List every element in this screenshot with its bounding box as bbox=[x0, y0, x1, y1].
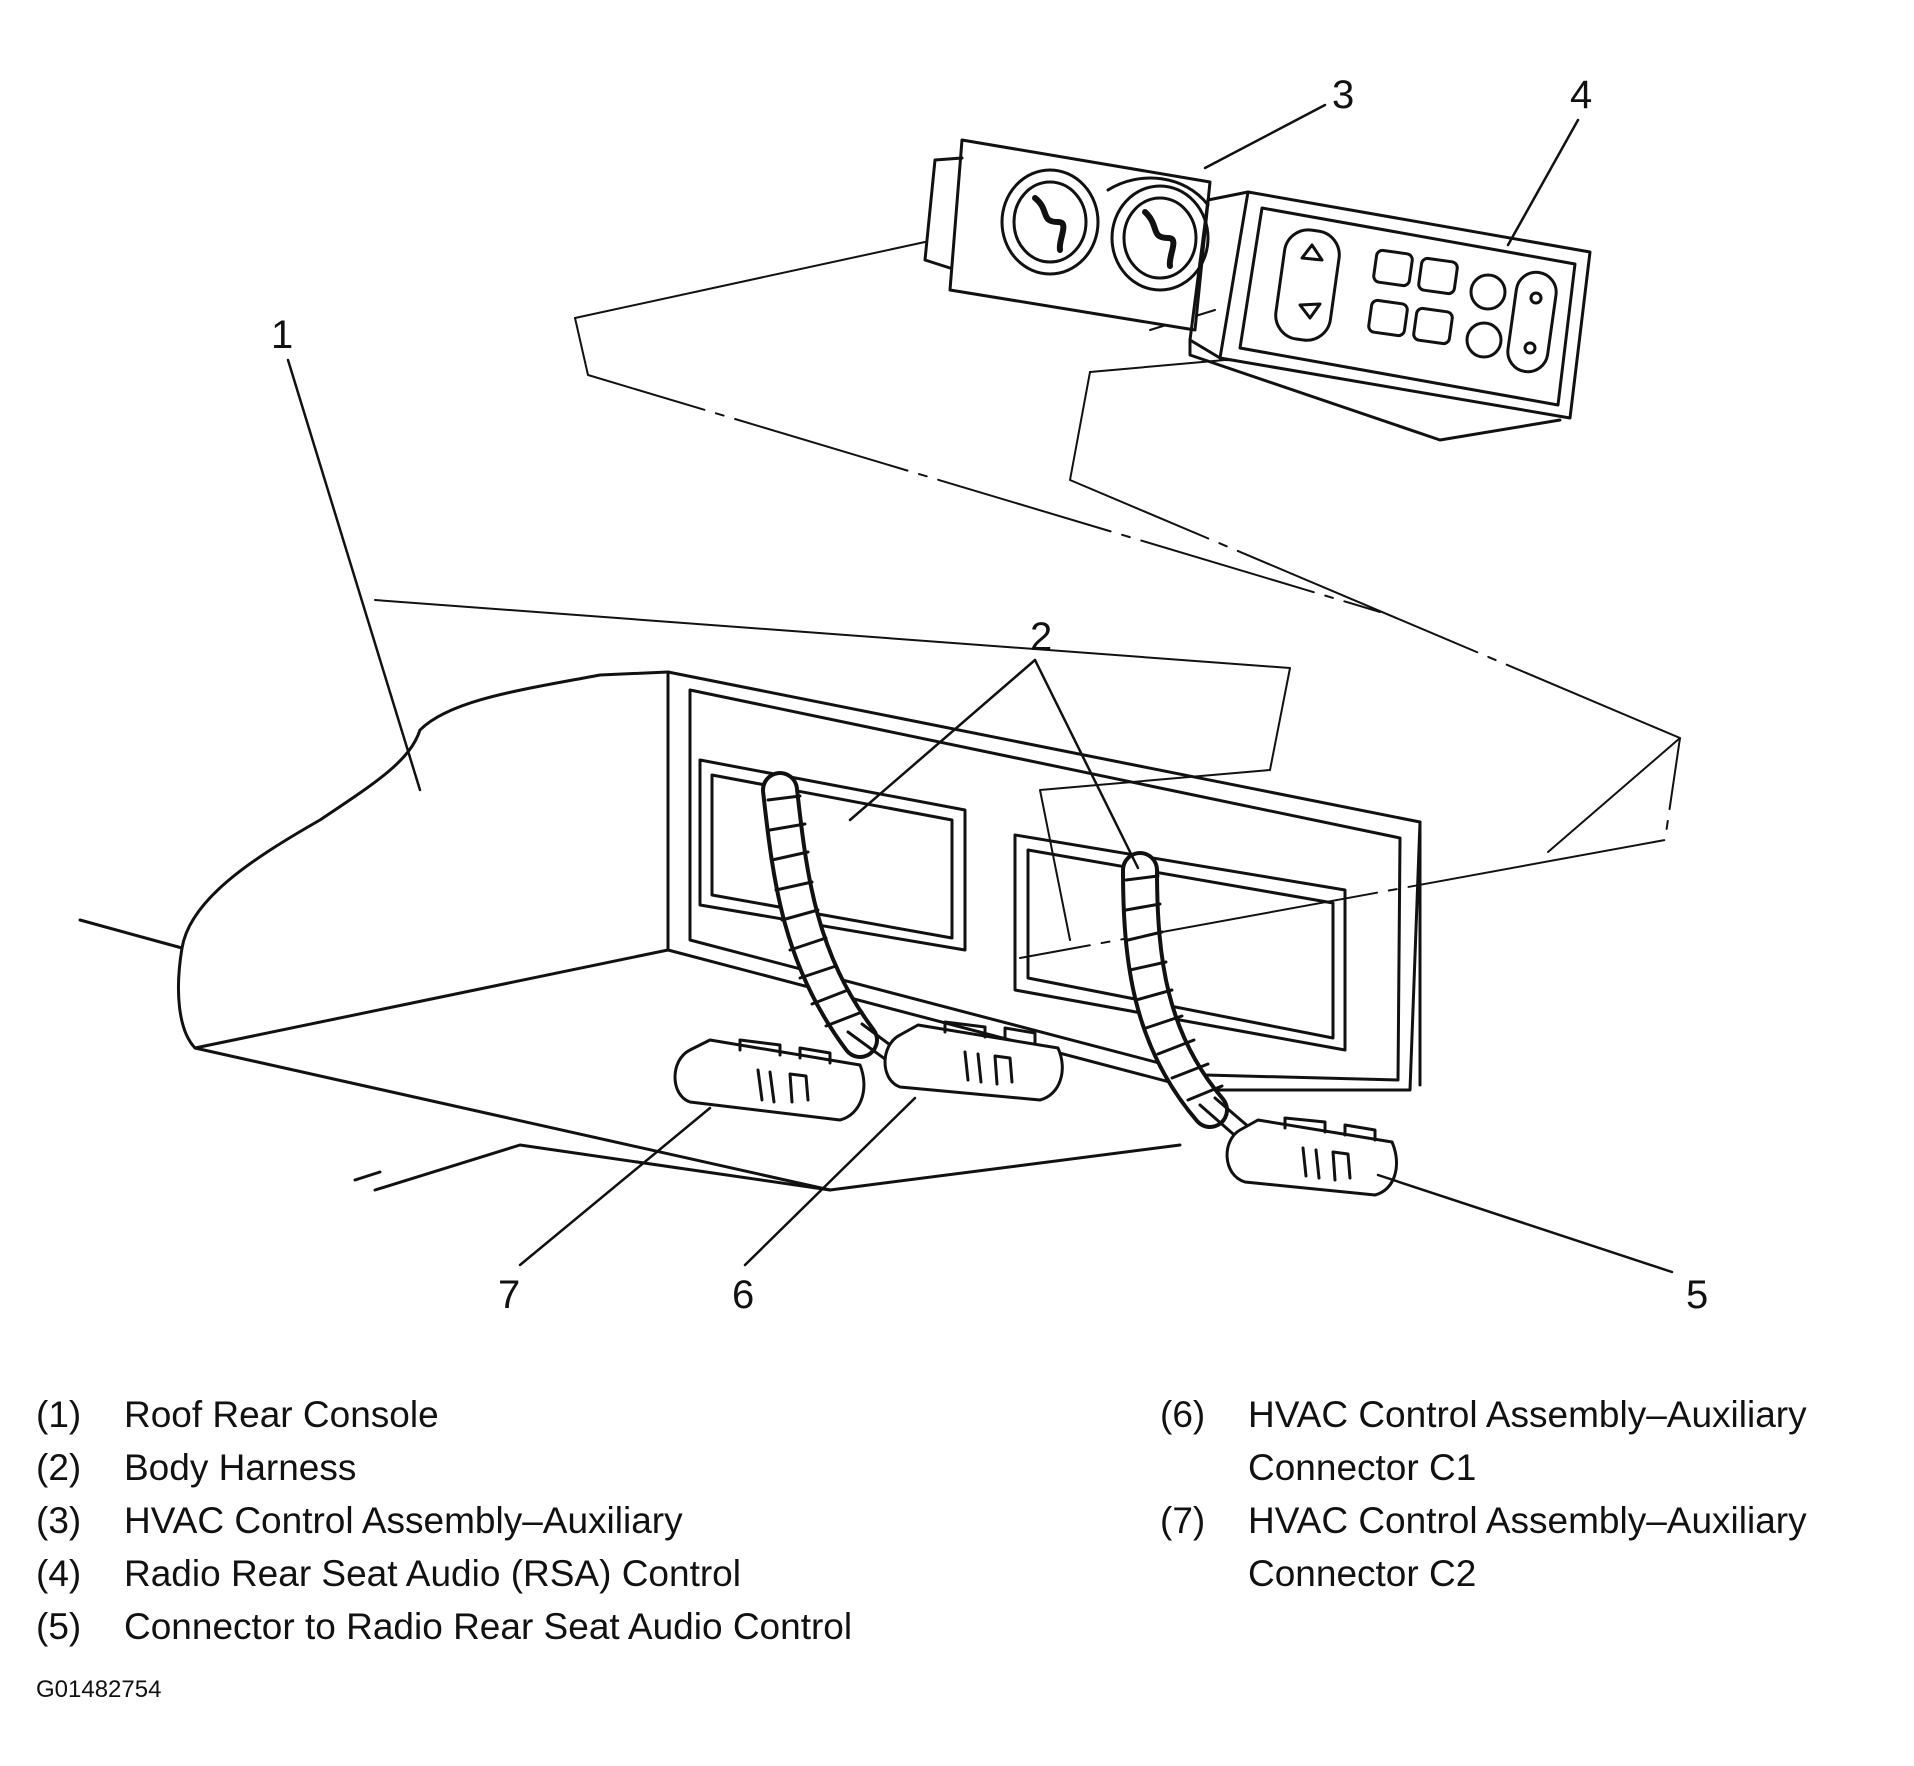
callout-7: 7 bbox=[498, 1273, 520, 1317]
connector-rsa bbox=[1225, 1116, 1398, 1197]
roof-rear-console bbox=[78, 670, 1422, 1192]
legend-text: HVAC Control Assembly–Auxiliary bbox=[124, 1500, 683, 1541]
legend-number: (2) bbox=[36, 1447, 82, 1488]
callout-6: 6 bbox=[732, 1273, 754, 1317]
hvac-control-assembly bbox=[923, 138, 1212, 332]
body-harness bbox=[761, 771, 1252, 1142]
legend-number: (6) bbox=[1160, 1394, 1206, 1435]
callout-1: 1 bbox=[271, 313, 293, 357]
connector-c2 bbox=[673, 1038, 866, 1122]
callout-3: 3 bbox=[1332, 73, 1354, 117]
legend-left: (1) Roof Rear Console (2) Body Harness (… bbox=[36, 1388, 1116, 1653]
legend-right: (6) HVAC Control Assembly–Auxiliary Conn… bbox=[1160, 1388, 1900, 1600]
legend-item-hvac-control: (3) HVAC Control Assembly–Auxiliary bbox=[36, 1494, 1116, 1547]
legend-item-body-harness: (2) Body Harness bbox=[36, 1441, 1116, 1494]
legend-text: HVAC Control Assembly–Auxiliary Connecto… bbox=[1248, 1394, 1807, 1488]
legend-number: (4) bbox=[36, 1553, 82, 1594]
legend-text: Radio Rear Seat Audio (RSA) Control bbox=[124, 1553, 741, 1594]
radio-rsa-control bbox=[1188, 190, 1592, 442]
legend-text: Connector to Radio Rear Seat Audio Contr… bbox=[124, 1606, 853, 1647]
callout-5: 5 bbox=[1686, 1273, 1708, 1317]
legend-item-connector-c1: (6) HVAC Control Assembly–Auxiliary Conn… bbox=[1160, 1388, 1900, 1494]
connector-c1 bbox=[883, 1020, 1064, 1102]
legend-item-connector-c2: (7) HVAC Control Assembly–Auxiliary Conn… bbox=[1160, 1494, 1900, 1600]
figure-id: G01482754 bbox=[36, 1676, 162, 1703]
legend-number: (3) bbox=[36, 1500, 82, 1541]
callout-4: 4 bbox=[1570, 73, 1592, 117]
legend-item-rsa-control: (4) Radio Rear Seat Audio (RSA) Control bbox=[36, 1547, 1116, 1600]
legend-text: HVAC Control Assembly–Auxiliary Connecto… bbox=[1248, 1500, 1807, 1594]
legend-number: (1) bbox=[36, 1394, 82, 1435]
legend-number: (7) bbox=[1160, 1500, 1206, 1541]
legend-item-rsa-connector: (5) Connector to Radio Rear Seat Audio C… bbox=[36, 1600, 1116, 1653]
legend-number: (5) bbox=[36, 1606, 82, 1647]
legend-item-roof-rear-console: (1) Roof Rear Console bbox=[36, 1388, 1116, 1441]
legend-text: Roof Rear Console bbox=[124, 1394, 439, 1435]
callout-2: 2 bbox=[1030, 615, 1052, 659]
legend-text: Body Harness bbox=[124, 1447, 357, 1488]
exploded-diagram: 1 2 3 4 5 6 7 bbox=[78, 73, 1708, 1317]
leader-lines bbox=[286, 103, 1674, 1274]
